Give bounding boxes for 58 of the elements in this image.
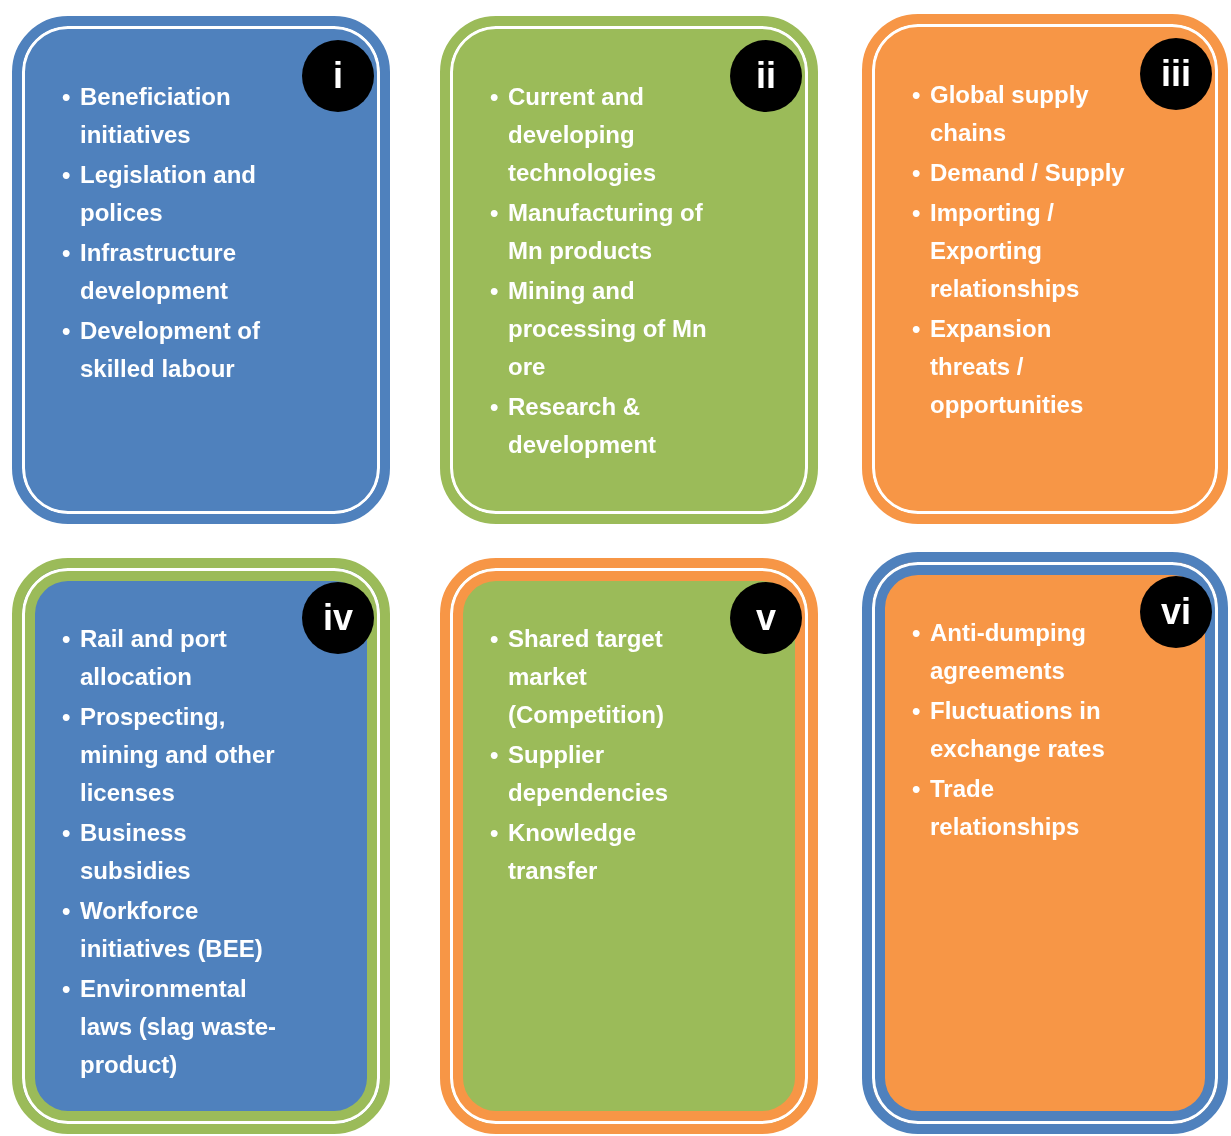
bullet-mark: •	[912, 774, 922, 804]
bullet-mark: •	[912, 198, 922, 228]
bullet-mark: •	[490, 276, 500, 306]
bullet-text: Environmental laws (slag waste-product)	[80, 974, 278, 1080]
rounded-panel	[440, 558, 818, 1134]
bullet-text: Manufacturing of Mn products	[508, 198, 704, 266]
bullet-mark: •	[62, 624, 72, 654]
bullet-text: Shared target market (Competition)	[508, 624, 665, 730]
bullet-mark: •	[62, 82, 72, 112]
bullet-text: Prospecting, mining and other licenses	[80, 702, 276, 808]
bullet-mark: •	[912, 618, 922, 648]
bullet-text: Beneficiation initiatives	[80, 82, 232, 150]
bullet-mark: •	[490, 392, 500, 422]
bullet-text: Supplier dependencies	[508, 740, 670, 808]
numeral-badge: vi	[1140, 576, 1212, 648]
numeral-badge: i	[302, 40, 374, 112]
numeral-badge: iv	[302, 582, 374, 654]
bullet-mark: •	[490, 198, 500, 228]
bullet-mark: •	[62, 702, 72, 732]
bullet-mark: •	[490, 82, 500, 112]
bullet-text: Current and developing technologies	[508, 82, 658, 188]
bullet-mark: •	[62, 316, 72, 346]
bullet-text: Mining and processing of Mn ore	[508, 276, 708, 382]
bullet-mark: •	[62, 238, 72, 268]
rounded-panel	[862, 552, 1228, 1134]
bullet-text: Workforce initiatives (BEE)	[80, 896, 264, 964]
bullet-mark: •	[62, 896, 72, 926]
bullet-mark: •	[912, 696, 922, 726]
rounded-panel	[862, 14, 1228, 524]
bullet-text: Trade relationships	[930, 774, 1081, 842]
bullet-mark: •	[490, 818, 500, 848]
bullet-mark: •	[62, 974, 72, 1004]
bullet-text: Development of skilled labour	[80, 316, 262, 384]
bullet-mark: •	[490, 740, 500, 770]
bullet-text: Global supply chains	[930, 80, 1090, 148]
bullet-text: Business subsidies	[80, 818, 192, 886]
bullet-text: Research & development	[508, 392, 658, 460]
bullet-text: Importing / Exporting relationships	[930, 198, 1081, 304]
rounded-panel	[440, 16, 818, 524]
rounded-panel	[12, 16, 390, 524]
numeral-badge: iii	[1140, 38, 1212, 110]
bullet-mark: •	[912, 314, 922, 344]
bullet-text: Expansion threats / opportunities	[930, 314, 1085, 420]
bullet-text: Rail and port allocation	[80, 624, 228, 692]
bullet-text: Knowledge transfer	[508, 818, 637, 886]
bullet-text: Anti-dumping agreements	[930, 618, 1087, 686]
bullet-mark: •	[490, 624, 500, 654]
bullet-text: Demand / Supply	[930, 158, 1126, 188]
bullet-text: Infrastructure development	[80, 238, 238, 306]
bullet-text: Legislation and polices	[80, 160, 257, 228]
rounded-panel	[12, 558, 390, 1134]
bullet-mark: •	[62, 160, 72, 190]
bullet-mark: •	[62, 818, 72, 848]
bullet-mark: •	[912, 80, 922, 110]
numeral-badge: v	[730, 582, 802, 654]
bullet-text: Fluctuations in exchange rates	[930, 696, 1106, 764]
bullet-mark: •	[912, 158, 922, 188]
numeral-badge: ii	[730, 40, 802, 112]
